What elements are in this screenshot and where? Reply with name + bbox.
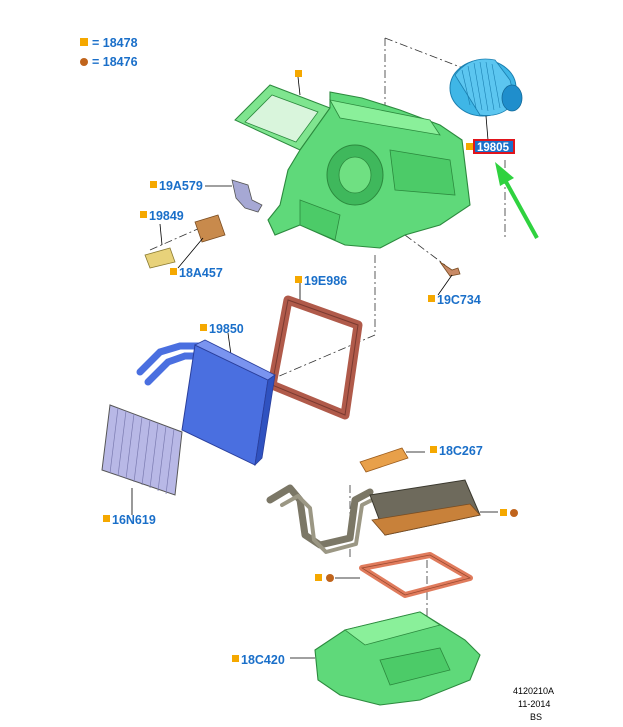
sensor-19849: 19849 [140, 209, 184, 269]
label-18c420: 18C420 [241, 653, 285, 667]
fastener-19c734: 19C734 [428, 261, 481, 307]
legend-label-18478: = 18478 [92, 36, 138, 50]
legend-circle-marker [80, 58, 88, 66]
footer-initials: BS [530, 712, 542, 722]
actuator-19a579: 19A579 [150, 179, 263, 213]
housing-clip-marker [295, 70, 302, 77]
resistor-18a457: 18A457 [170, 214, 226, 280]
drawing-footer: 4120210A 11-2014 BS [513, 686, 554, 722]
legend-square-marker [80, 38, 88, 46]
seal-19e986: 19E986 [267, 274, 363, 420]
label-19e986: 19E986 [304, 274, 347, 288]
hvac-housing-upper [234, 70, 471, 249]
label-19849: 19849 [149, 209, 184, 223]
label-18c267: 18C267 [439, 444, 483, 458]
filter-16n619: 16N619 [101, 404, 183, 527]
label-19850: 19850 [209, 322, 244, 336]
footer-date: 11-2014 [518, 699, 550, 709]
legend-label-18476: = 18476 [92, 55, 138, 69]
label-16n619: 16N619 [112, 513, 156, 527]
footer-code: 4120210A [513, 686, 554, 696]
legend: = 18478 = 18476 [80, 36, 138, 69]
gasket [315, 552, 473, 598]
seal-18c267: 18C267 [359, 444, 483, 473]
blower-motor-label: 19805 [477, 142, 510, 154]
callout-arrow [495, 162, 539, 239]
label-18a457: 18A457 [179, 266, 223, 280]
label-19c734: 19C734 [437, 293, 481, 307]
evaporator-19850: 19850 [136, 322, 276, 467]
label-19a579: 19A579 [159, 179, 203, 193]
housing-18c420: 18C420 [232, 611, 481, 706]
blower-motor: 19805 [449, 58, 523, 154]
heater-core [266, 479, 518, 554]
blower-motor-highlight [473, 139, 515, 154]
